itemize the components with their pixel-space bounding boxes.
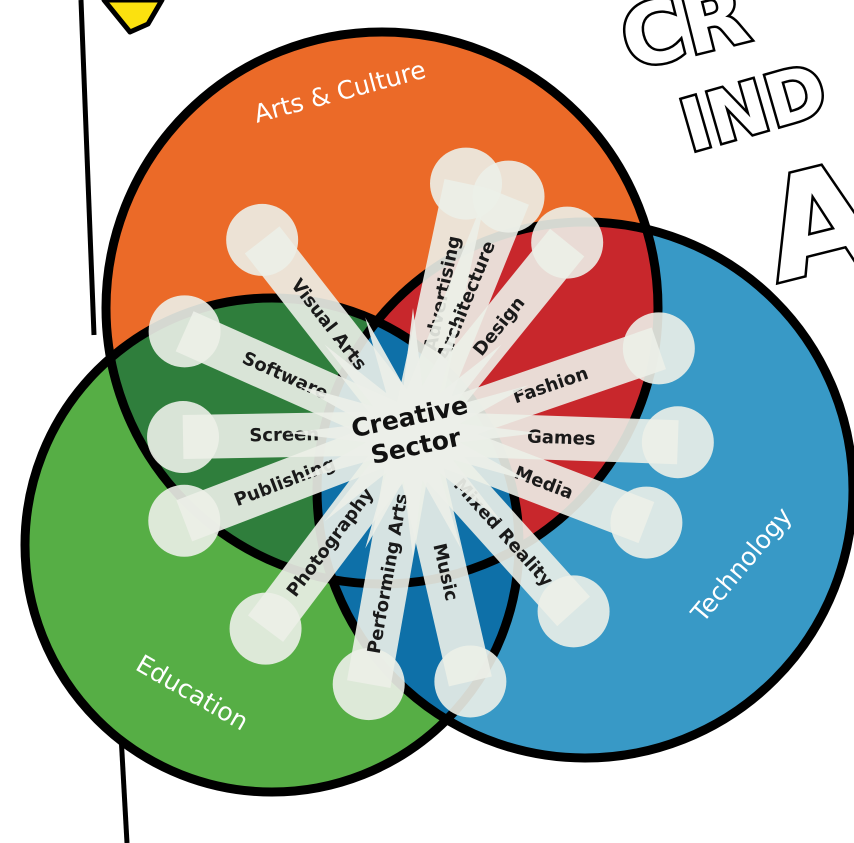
- spoke-ball: [147, 401, 220, 474]
- yellow-sticker-shape: [101, 0, 165, 35]
- spoke-ball: [622, 312, 695, 385]
- spoke-ball: [148, 295, 221, 368]
- spoke-ball: [641, 406, 714, 479]
- border-line: [78, 0, 97, 336]
- center-starburst: [288, 308, 538, 558]
- spoke-ball: [531, 206, 604, 279]
- spoke-ball: [148, 484, 221, 557]
- spoke-ball: [332, 648, 405, 721]
- spoke-label: Screen: [249, 424, 319, 446]
- spoke-ball: [537, 575, 610, 648]
- spoke-ball: [434, 645, 507, 718]
- spoke-label: Games: [527, 426, 596, 449]
- spoke-ball: [226, 203, 299, 276]
- border-line-bottom: [118, 734, 130, 843]
- headline-line-1: CR: [611, 0, 757, 89]
- spoke-ball: [610, 486, 683, 559]
- spoke-ball: [472, 160, 545, 233]
- spoke-ball: [229, 592, 302, 665]
